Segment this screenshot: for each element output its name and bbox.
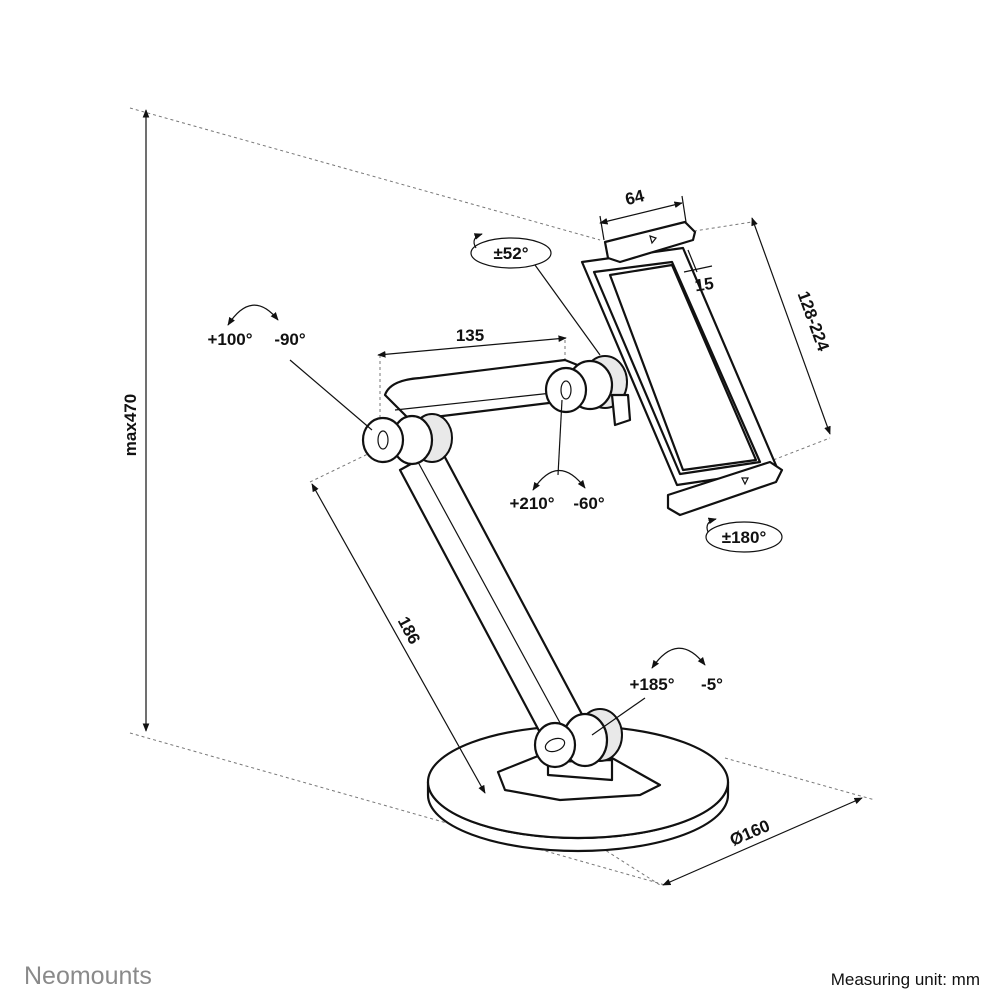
tablet-holder: [580, 220, 784, 517]
base-minus-label: -5°: [701, 675, 723, 694]
height-dimension: max470: [121, 109, 150, 732]
swivel-label: ±180°: [722, 528, 767, 547]
head-plus-label: +210°: [509, 494, 554, 513]
head-rotation: +210° -60°: [509, 399, 605, 513]
holder-inset-label: 15: [694, 274, 715, 295]
swivel-badge: [705, 521, 783, 553]
measuring-unit: Measuring unit: mm: [830, 970, 980, 989]
elbow-rotation: +100° -90°: [207, 304, 373, 431]
holder-inset-dimension: 15: [683, 249, 715, 295]
holder-range-dimension: 128-224: [751, 217, 833, 435]
swivel-rotation: ±180°: [705, 517, 783, 553]
brand-logo: Neomounts: [24, 962, 152, 990]
lower-arm-label: 186: [394, 613, 424, 647]
tilt-label: ±52°: [493, 244, 528, 263]
elbow-plus-label: +100°: [207, 330, 252, 349]
upper-arm-label: 135: [456, 326, 484, 345]
base-plus-label: +185°: [629, 675, 674, 694]
holder-width-label: 64: [623, 186, 646, 209]
holder-range-label: 128-224: [794, 289, 833, 355]
head-minus-label: -60°: [573, 494, 605, 513]
height-label: max470: [121, 394, 140, 456]
head-joint: [544, 355, 632, 427]
elbow-joint: [361, 413, 453, 466]
tilt-rotation: ±52°: [470, 233, 601, 356]
base-rotation: +185° -5°: [591, 647, 723, 736]
holder-width-dimension: 64: [599, 186, 687, 241]
lower-arm: [398, 446, 587, 744]
elbow-minus-label: -90°: [274, 330, 306, 349]
base-diameter-label: Ø160: [727, 816, 773, 850]
tilt-badge: [470, 237, 552, 269]
upper-arm-dimension: 135: [377, 326, 567, 358]
